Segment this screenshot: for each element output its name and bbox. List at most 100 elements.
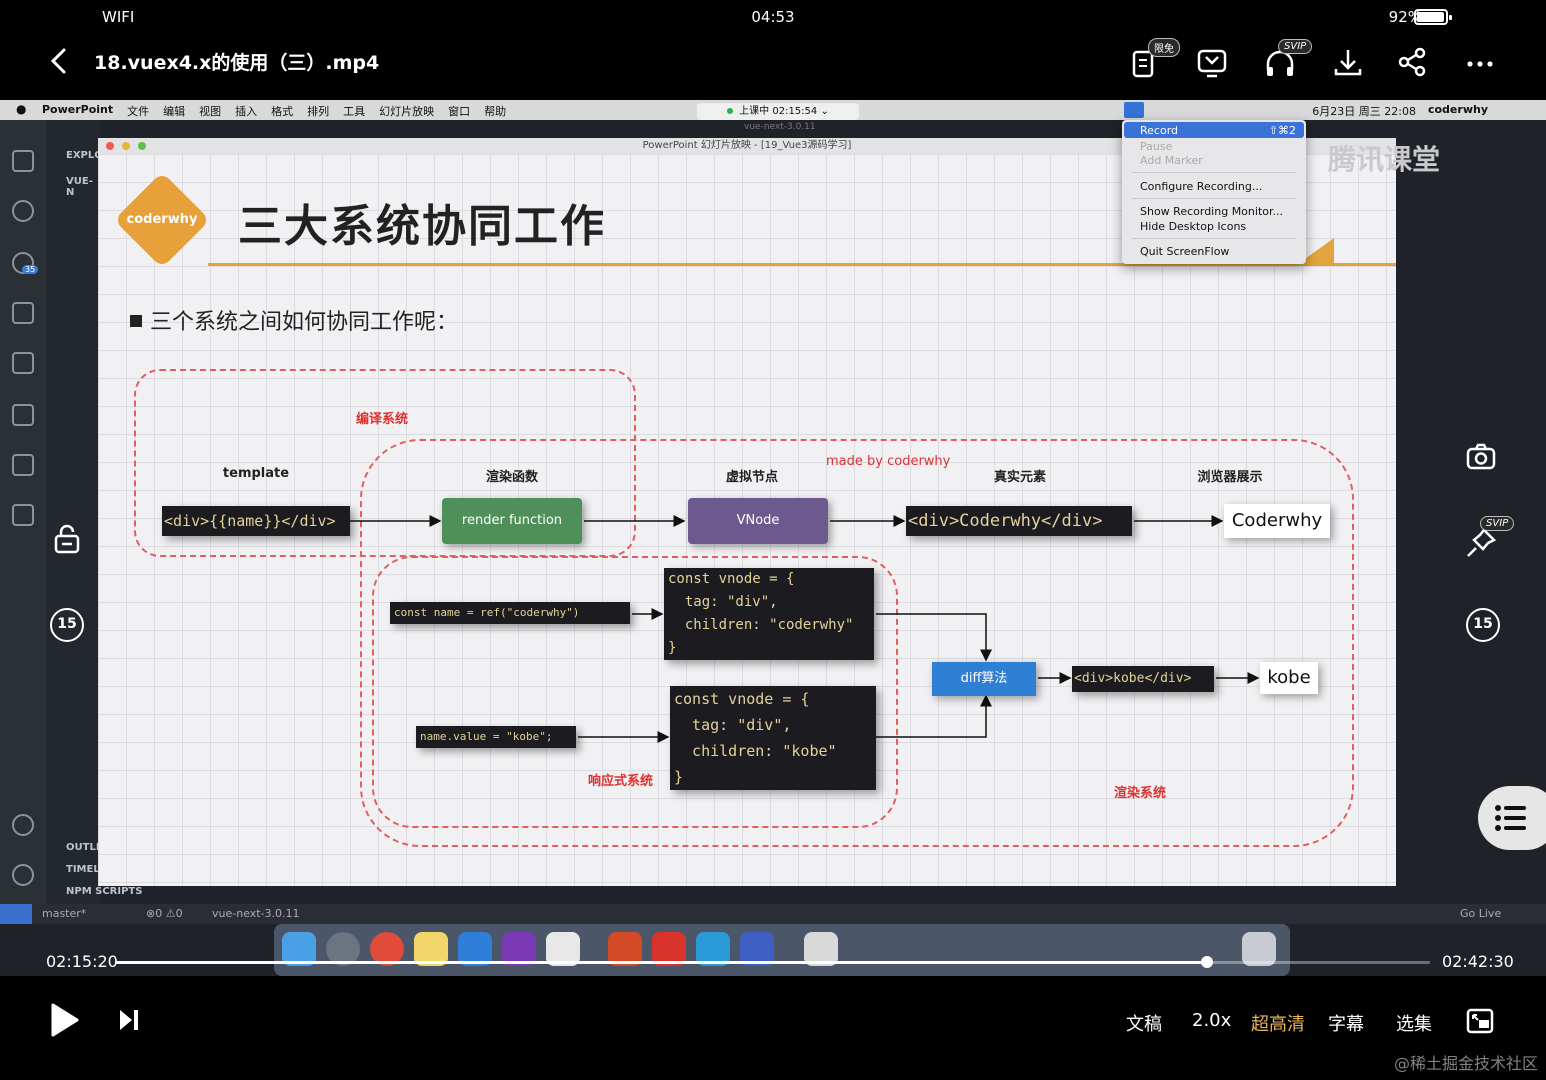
- pause-item: Pause: [1140, 140, 1173, 153]
- code-line: tag: "div",: [668, 594, 778, 610]
- finder-icon: [282, 932, 316, 966]
- pip-icon[interactable]: [1466, 1008, 1494, 1034]
- video-frame[interactable]: ● PowerPoint 文件 编辑 视图 插入 格式 排列 工具 幻灯片放映 …: [0, 100, 1546, 976]
- menu-item: 窗口: [448, 105, 471, 118]
- site-watermark: @稀土掘金技术社区: [1393, 1054, 1538, 1073]
- list-icon: [1495, 805, 1526, 831]
- npm-scripts-label: NPM SCRIPTS: [66, 886, 143, 897]
- more-icon[interactable]: [1460, 42, 1500, 82]
- episodes-button[interactable]: 选集: [1396, 1014, 1432, 1035]
- root-folder-label: VUE-N: [66, 176, 93, 198]
- menu-highlight: [1124, 122, 1304, 138]
- slide-canvas: coderwhy 三大系统协同工作 三个系统之间如何协同工作呢： 编译系统 ma…: [98, 154, 1396, 886]
- share-icon[interactable]: [1392, 42, 1432, 82]
- account-icon: [12, 814, 34, 836]
- outline-label: OUTLI: [66, 842, 100, 853]
- code-line: }: [668, 640, 677, 656]
- configure-recording-item: Configure Recording...: [1140, 180, 1263, 193]
- back-icon[interactable]: [44, 46, 74, 76]
- chrome-icon: [370, 932, 404, 966]
- menu-item: 幻灯片放映: [379, 105, 435, 118]
- subtitle-button[interactable]: 字幕: [1328, 1014, 1364, 1035]
- flow-arrows: [350, 515, 1260, 743]
- show-monitor-item: Show Recording Monitor...: [1140, 205, 1283, 218]
- seek-bar[interactable]: [116, 956, 1430, 968]
- kobe-element-box: <div>kobe</div>: [1072, 666, 1214, 692]
- diff-box: diff算法: [932, 662, 1036, 696]
- timeline-label: TIMEL: [66, 864, 100, 875]
- document-icon[interactable]: [1126, 42, 1166, 82]
- current-time: 02:15:20: [46, 952, 118, 971]
- template-column-label: template: [222, 466, 290, 481]
- seek-back-icon[interactable]: 15: [50, 608, 84, 642]
- real-element-box: <div>Coderwhy</div>: [906, 506, 1132, 536]
- netease-music-icon: [652, 932, 686, 966]
- menu-item: 排列: [307, 105, 330, 118]
- quality-button[interactable]: 超高清: [1251, 1014, 1305, 1035]
- seek-forward-label: 15: [1473, 616, 1493, 632]
- mac-menu-bar: ● PowerPoint 文件 编辑 视图 插入 格式 排列 工具 幻灯片放映 …: [0, 100, 1546, 120]
- mac-dock: [274, 924, 1290, 976]
- render-system-region: [360, 439, 1354, 847]
- pin-icon[interactable]: [1464, 526, 1498, 560]
- live-status-pill: 上课中 02:15:54 ⌄: [697, 103, 859, 120]
- code-line: children: "kobe": [674, 742, 837, 760]
- battery-percent: 92%: [1388, 8, 1422, 26]
- remote-icon: [12, 404, 34, 426]
- vnode-box: VNode: [688, 498, 828, 544]
- menubar-status: 6月23日 周三 22:08 coderwhy: [1312, 103, 1488, 119]
- transcript-button[interactable]: 文稿: [1126, 1014, 1162, 1035]
- menu-item: 文件: [127, 105, 150, 118]
- reactive-system-region: [372, 556, 898, 828]
- code-line: const vnode = {: [668, 571, 795, 587]
- remote-indicator: [0, 904, 32, 924]
- vnode-code-box-1: const vnode = { tag: "div", children: "c…: [664, 568, 874, 660]
- free-badge: 限免: [1148, 38, 1180, 57]
- extensions-icon: [12, 352, 34, 374]
- typora-icon: [546, 932, 580, 966]
- cast-tv-icon[interactable]: [1192, 42, 1232, 82]
- slide-title: 三大系统协同工作: [238, 201, 606, 252]
- render-function-box: render function: [442, 498, 582, 544]
- seek-back-label: 15: [57, 616, 77, 632]
- apple-icon: ●: [16, 102, 27, 116]
- seek-knob[interactable]: [1200, 956, 1213, 968]
- zoom-dot-icon: [138, 142, 146, 150]
- playlist-button[interactable]: [1478, 786, 1546, 850]
- tencent-class-icon: [696, 932, 730, 966]
- menu-separator: [1132, 198, 1296, 199]
- record-item: Record: [1140, 124, 1179, 137]
- add-marker-item: Add Marker: [1140, 154, 1203, 167]
- play-icon[interactable]: [50, 1002, 80, 1038]
- vnode-column-label: 虚拟节点: [725, 470, 778, 485]
- window-title: PowerPoint 幻灯片放映 - [19_Vue3源码学习]: [642, 140, 852, 151]
- branch-name: master*: [42, 907, 87, 920]
- kobe-output-box: kobe: [1260, 662, 1318, 694]
- hide-icons-item: Hide Desktop Icons: [1140, 220, 1247, 233]
- menu-item: 工具: [343, 105, 366, 118]
- powerpoint-icon: [608, 932, 642, 966]
- live-dot-icon: [727, 108, 734, 114]
- window-titlebar: PowerPoint 幻灯片放映 - [19_Vue3源码学习]: [98, 138, 1396, 154]
- vscode-icon: [458, 932, 492, 966]
- minimize-dot-icon: [122, 142, 130, 150]
- camera-icon[interactable]: [1464, 440, 1498, 474]
- folder-icon: [12, 504, 34, 526]
- next-icon[interactable]: [118, 1008, 140, 1032]
- screenflow-icon: [1124, 102, 1144, 118]
- bullet-label: 三个系统之间如何协同工作呢：: [150, 310, 459, 335]
- settings-gear-icon: [12, 864, 34, 886]
- battery-icon: [1414, 9, 1452, 25]
- template-code-box: <div>{{name}}</div>: [162, 506, 350, 536]
- browser-output: Coderwhy: [1231, 510, 1323, 531]
- network-label: WIFI: [102, 8, 135, 26]
- code-line: tag: "div",: [674, 716, 792, 734]
- download-icon[interactable]: [1328, 42, 1368, 82]
- code-line: }: [674, 768, 684, 786]
- speed-button[interactable]: 2.0x: [1192, 1010, 1232, 1031]
- app-name: PowerPoint: [42, 103, 114, 116]
- menu-item: 视图: [199, 105, 222, 118]
- seek-forward-icon[interactable]: 15: [1466, 608, 1500, 642]
- menubar-date: 6月23日 周三 22:08: [1312, 105, 1416, 118]
- lock-icon[interactable]: [50, 522, 84, 556]
